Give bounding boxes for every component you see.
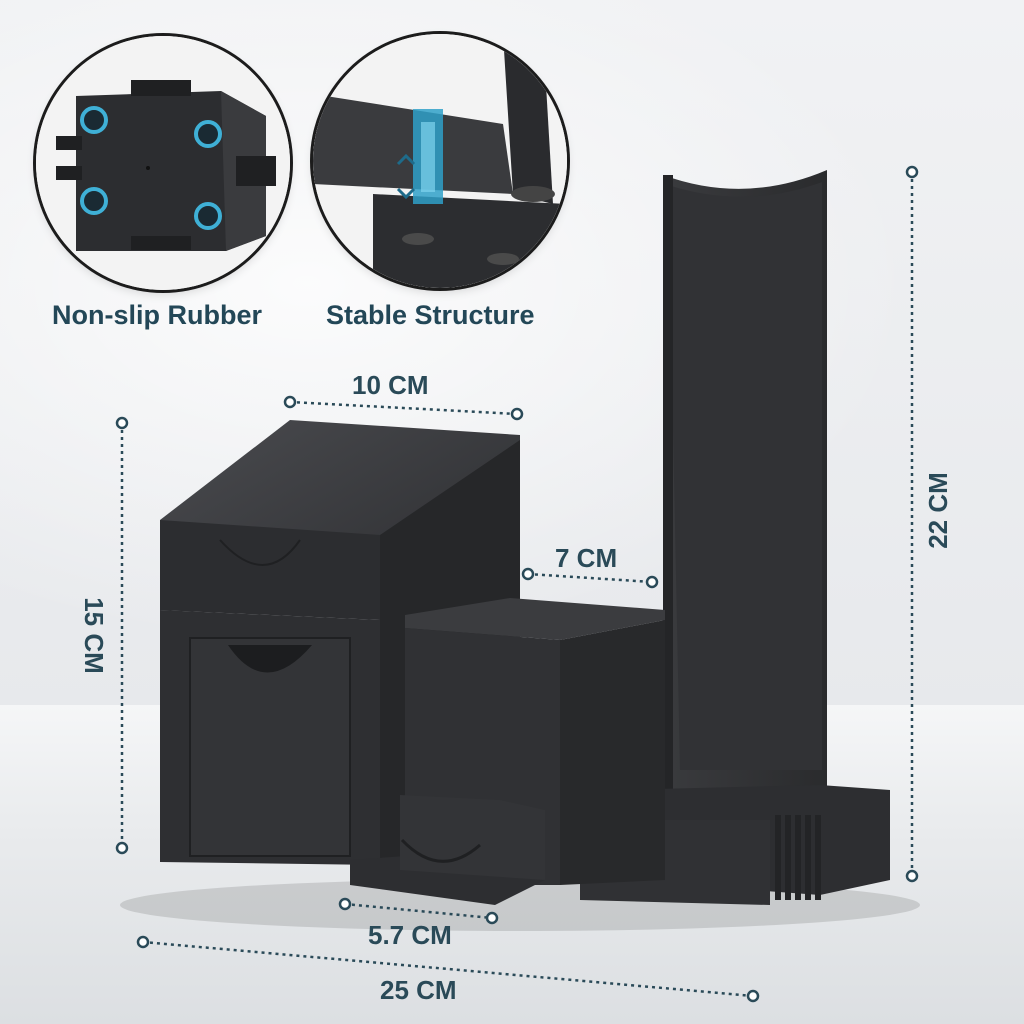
interlock-closeup xyxy=(313,34,567,288)
dim-label-width-small: 5.7 CM xyxy=(368,920,452,950)
callout-circle-structure xyxy=(313,34,567,288)
dimension-lines xyxy=(120,172,914,998)
dim-label-width-total: 25 CM xyxy=(380,975,457,1005)
small-card-holder xyxy=(350,795,545,905)
dim-label-width-top: 10 CM xyxy=(352,370,429,400)
callout-label-structure: Stable Structure xyxy=(326,300,535,330)
dim-label-width-middle: 7 CM xyxy=(555,543,618,573)
dim-label-height-right: 22 CM xyxy=(922,472,953,549)
callout-label-rubber: Non-slip Rubber xyxy=(52,300,262,330)
tall-phone-stand xyxy=(663,170,827,795)
rubber-feet-closeup xyxy=(36,36,290,290)
callout-circle-rubber xyxy=(36,36,290,290)
dim-label-height-left: 15 CM xyxy=(78,597,109,674)
